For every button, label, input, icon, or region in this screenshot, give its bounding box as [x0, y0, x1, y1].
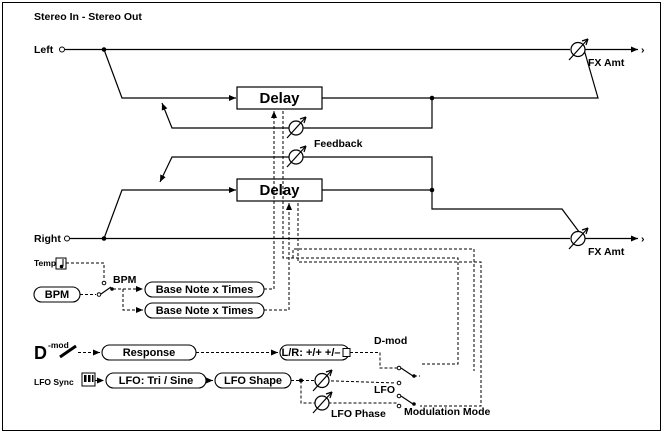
- delay-time-right-line: [264, 203, 292, 311]
- mod-return-line: [292, 248, 475, 371]
- lr-mode-connector: [342, 348, 351, 357]
- dmod-return-line: [322, 257, 459, 365]
- feedback-label: Feedback: [314, 138, 363, 150]
- right-fx-amt-label: FX Amt: [588, 246, 625, 258]
- lfo-switch-label: LFO: [374, 384, 395, 396]
- right-to-delay-line: [103, 187, 236, 239]
- feedback-knob-right: [286, 145, 307, 168]
- shape-to-switch-line: [291, 380, 397, 384]
- lfo-shape-label: LFO Shape: [224, 375, 282, 387]
- lfo-phase-label: LFO Phase: [331, 408, 386, 420]
- delay-label-right: Delay: [259, 182, 300, 199]
- bpm-select-switch: [96, 280, 114, 297]
- delay-time-left-line: [264, 111, 277, 290]
- left-output-mark: ›: [641, 44, 645, 56]
- tempo-to-switch-line: [66, 262, 105, 280]
- lfo-phase-knob: [312, 391, 333, 414]
- lfo-sync-label: LFO Sync: [34, 377, 74, 387]
- lr-mode-label: L/R: +/+ +/–: [282, 347, 341, 359]
- mod-to-delay-right-line: [297, 203, 482, 407]
- bpm-switch-label: BPM: [113, 274, 137, 286]
- delay-label-left: Delay: [259, 90, 300, 107]
- left-fx-amt-knob: [568, 38, 589, 61]
- mod-to-delay-left-line: [282, 111, 322, 259]
- left-input-label: Left: [34, 44, 54, 56]
- tempo-label: Tempo: [34, 258, 61, 268]
- lfo-phase-path-line: [300, 380, 398, 404]
- lfo-level-knob: [312, 369, 333, 392]
- lfo-sync-icon: [81, 372, 96, 387]
- modulation-mode-label: Modulation Mode: [404, 406, 490, 418]
- right-output-mark: ›: [641, 233, 645, 245]
- response-label: Response: [123, 347, 176, 359]
- dmod-symbol: D: [34, 343, 47, 363]
- base-note-label-2: Base Note x Times: [156, 305, 254, 317]
- left-fx-amt-label: FX Amt: [588, 57, 625, 69]
- switch-to-basenote2-line: [122, 289, 143, 313]
- dmod-lfo-switch: [396, 365, 416, 386]
- dmod-to-switch-line: [379, 352, 397, 369]
- tempo-note-icon: [55, 257, 67, 270]
- diagram-title: Stereo In - Stereo Out: [34, 11, 142, 23]
- left-delay-out-line: [322, 49, 599, 99]
- dmod-superscript: -mod: [48, 340, 69, 350]
- lfo-waveform-label: LFO: Tri / Sine: [119, 375, 194, 387]
- lr-to-dmod-switch-line: [350, 352, 381, 366]
- right-delay-out-line: [322, 189, 585, 239]
- delay-box-right: [236, 178, 323, 202]
- left-to-delay-line: [103, 49, 236, 101]
- base-note-label-1: Base Note x Times: [156, 284, 254, 296]
- delay-box-left: [236, 86, 323, 110]
- dmod-switch-label: D-mod: [374, 335, 407, 347]
- right-input-jack: [64, 235, 70, 242]
- right-fx-amt-knob: [568, 227, 589, 250]
- right-input-label: Right: [34, 233, 61, 245]
- modulation-mode-switch: [396, 393, 416, 409]
- left-input-jack: [59, 46, 65, 53]
- dmod-pedal-icon: [59, 344, 77, 359]
- bpm-box-label: BPM: [45, 289, 69, 301]
- feedback-knob-left: [286, 116, 307, 139]
